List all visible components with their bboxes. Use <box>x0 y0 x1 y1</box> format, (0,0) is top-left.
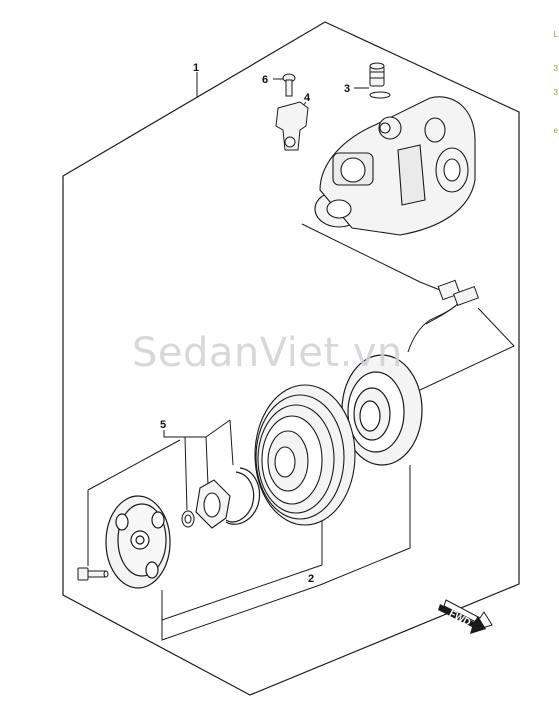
bracket-4 <box>275 101 309 151</box>
field-coil <box>341 354 423 466</box>
edge-mark: L <box>553 30 558 39</box>
assembly-boundary <box>62 21 520 696</box>
compressor-body <box>314 96 476 236</box>
callout-3: 3 <box>344 83 350 95</box>
watermark: SedanViet.vn <box>132 330 403 376</box>
callout-4: 4 <box>304 92 311 104</box>
relief-valve <box>369 62 391 99</box>
callout-5: 5 <box>160 419 166 431</box>
callout-6: 6 <box>262 74 268 86</box>
edge-mark: 3 <box>553 88 558 97</box>
snap-ring <box>225 467 261 525</box>
pulley <box>254 384 356 526</box>
washer <box>181 510 195 528</box>
bolt-6 <box>282 73 296 97</box>
edge-mark: 3 <box>553 64 558 73</box>
clutch-wire <box>407 279 480 353</box>
leader-lines <box>87 72 515 641</box>
fwd-arrow-icon: FWD <box>438 599 493 634</box>
callout-1: 1 <box>193 62 199 74</box>
callout-2: 2 <box>308 573 314 585</box>
center-bolt <box>77 567 109 581</box>
armature-plate <box>105 495 171 589</box>
edge-mark: e <box>553 126 558 135</box>
shim-spacer <box>195 479 231 529</box>
